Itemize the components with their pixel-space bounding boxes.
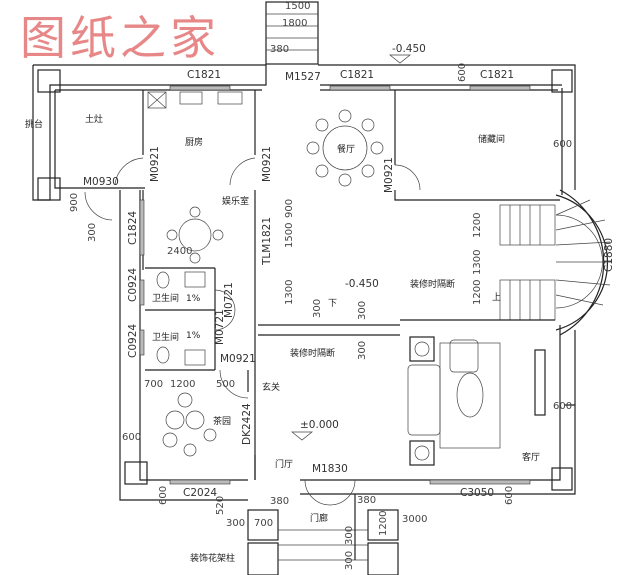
dimension: 900 (69, 193, 80, 212)
corner-details (37, 69, 573, 491)
code-m0921: M0921 (261, 146, 273, 182)
dimension-labels: 1500 1800 380 600 600 900 300 2400 900 1… (69, 1, 572, 570)
dimension: 520 (215, 496, 226, 515)
code-c1824: C1824 (127, 211, 139, 245)
dimension: 2400 (167, 246, 192, 257)
code-m0921: M0921 (220, 353, 256, 365)
room-label-entry-hall: 门厅 (275, 458, 293, 470)
room-label-porch: 门廊 (310, 512, 328, 524)
dimension: 300 (357, 301, 368, 320)
furniture (147, 91, 546, 466)
code-m1527: M1527 (285, 71, 321, 83)
windows (139, 85, 531, 485)
dimension: 700 (254, 518, 273, 529)
dimension: 380 (270, 44, 289, 55)
code-c0924: C0924 (127, 268, 139, 302)
elevation-marker (389, 54, 411, 64)
dimension: 600 (553, 139, 572, 150)
top-entry-stair (265, 1, 319, 65)
exterior-walls (32, 64, 576, 501)
code-c0924: C0924 (127, 324, 139, 358)
watermark: 图纸之家 (20, 11, 220, 65)
code-m0721: M0721 (214, 309, 226, 345)
elevation-stair: -0.450 (345, 278, 379, 290)
room-label-kitchen: 厨房 (185, 136, 203, 148)
dimension: 300 (344, 526, 355, 545)
room-label-bathroom-1: 卫生间 (152, 292, 179, 304)
room-label-stove: 土灶 (85, 113, 103, 125)
code-m0921: M0921 (383, 157, 395, 193)
room-label-dining: 餐厅 (337, 143, 355, 155)
dimension: 1500 (285, 1, 310, 12)
code-c1821: C1821 (480, 69, 514, 81)
dimension: 1800 (282, 18, 307, 29)
room-label-living: 客厅 (522, 451, 540, 463)
dimension: 1300 (472, 250, 483, 275)
room-label-foyer: 玄关 (262, 381, 280, 393)
room-label-storage: 储藏间 (478, 133, 505, 145)
elevation-top: -0.450 (392, 43, 426, 55)
dimension: 380 (270, 496, 289, 507)
code-c1821: C1821 (187, 69, 221, 81)
dimension: 600 (122, 432, 141, 443)
dimension: 700 (144, 379, 163, 390)
dimension: 1200 (170, 379, 195, 390)
slope-note: 1% (186, 294, 201, 304)
porch (247, 494, 399, 575)
code-c1880: C1880 (603, 238, 615, 272)
slope-note: 1% (186, 331, 201, 341)
dimension: 1200 (472, 213, 483, 238)
doors (84, 157, 421, 506)
room-label-balcony: 挑台 (25, 118, 43, 130)
column-note: 装饰花架柱 (190, 552, 235, 564)
dimension: 300 (312, 299, 323, 318)
elevation-floor: ±0.000 (300, 419, 339, 431)
code-m1830: M1830 (312, 463, 348, 475)
dimension: 600 (457, 63, 468, 82)
dimension: 1200 (472, 280, 483, 305)
dimension: 300 (87, 223, 98, 242)
dimension: 600 (504, 486, 515, 505)
dimension: 600 (553, 401, 572, 412)
code-m0721: M0721 (223, 282, 235, 318)
dimension: 1200 (378, 511, 389, 536)
dimension: 1500 (284, 223, 295, 248)
partition-note: 装修时隔断 (290, 347, 335, 359)
code-c3050: C3050 (460, 487, 494, 499)
dimension: 1300 (284, 280, 295, 305)
dimension: 300 (357, 341, 368, 360)
stair-up-note: 上 (492, 292, 501, 303)
dimension: 380 (357, 495, 376, 506)
room-label-tea-room: 茶园 (213, 415, 231, 427)
code-m0921: M0921 (149, 146, 161, 182)
spiral-stair (499, 189, 612, 336)
elevation-marker (291, 431, 313, 441)
code-dk2424: DK2424 (241, 403, 253, 445)
stair-down-note: 下 (328, 299, 337, 309)
code-tlm1821: TLM1821 (261, 217, 273, 266)
dimension: 3000 (402, 514, 427, 525)
partition-note: 装修时隔断 (410, 278, 455, 290)
dimension: 500 (216, 379, 235, 390)
room-label-bathroom-2: 卫生间 (152, 331, 179, 343)
code-m0930: M0930 (83, 176, 119, 188)
dimension: 600 (158, 486, 169, 505)
code-c1821: C1821 (340, 69, 374, 81)
dimension: 900 (284, 199, 295, 218)
room-label-entertainment: 娱乐室 (222, 195, 249, 207)
code-c2024: C2024 (183, 487, 217, 499)
interior-walls (142, 90, 560, 480)
dimension: 300 (344, 551, 355, 570)
dimension: 300 (226, 518, 245, 529)
